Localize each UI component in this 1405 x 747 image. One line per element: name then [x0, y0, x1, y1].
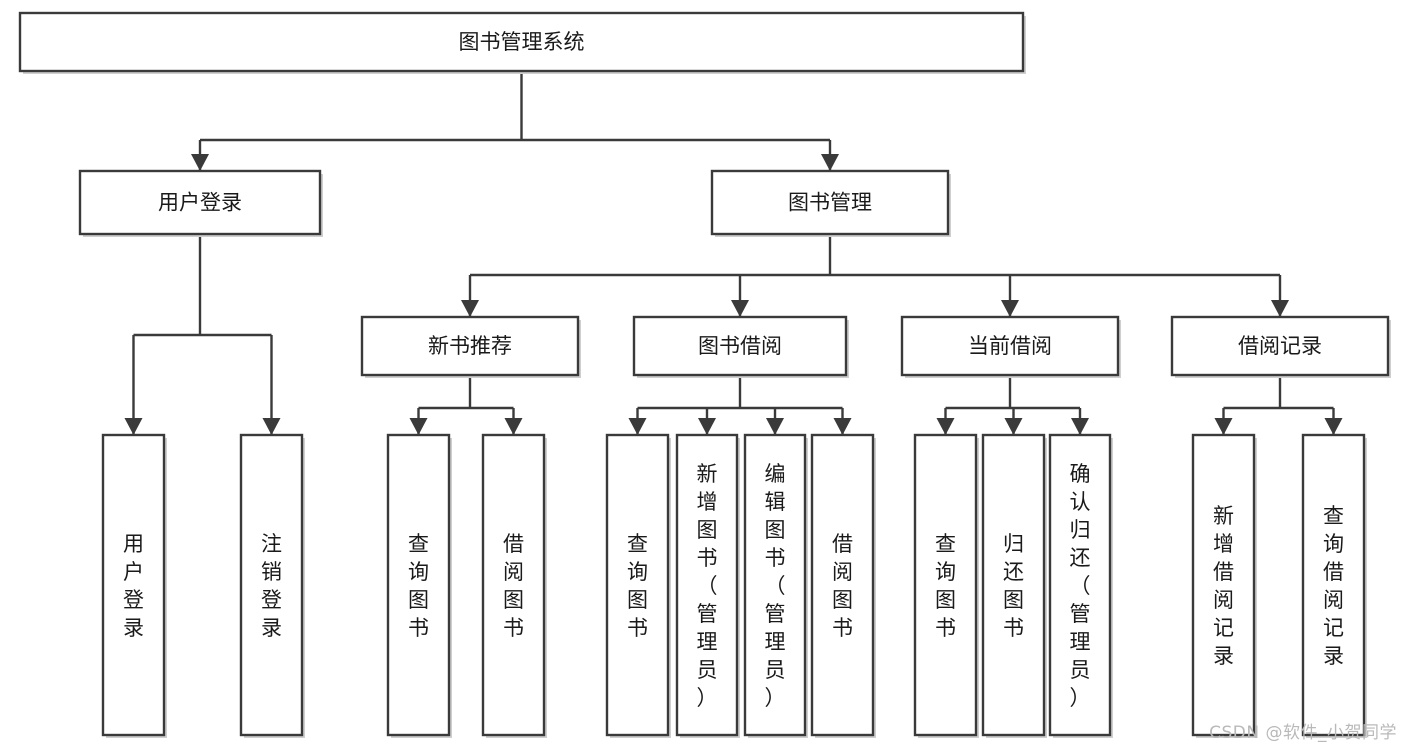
- connector-layer: [124, 71, 1343, 435]
- node-label: 图书管理: [788, 191, 872, 215]
- node-leaf-confirm-return[interactable]: 确认归还（管理员）: [1048, 433, 1113, 738]
- node-label: 查询图书: [935, 532, 956, 640]
- node-label: 当前借阅: [968, 334, 1052, 358]
- node-current-borrow[interactable]: 当前借阅: [900, 315, 1121, 378]
- connector-user-login: [124, 234, 281, 435]
- node-leaf-borrow-book[interactable]: 借阅图书: [810, 433, 876, 738]
- node-leaf-edit-book[interactable]: 编辑图书（管理员）: [743, 433, 808, 738]
- connector-new-book-rec: [409, 375, 523, 435]
- node-leaf-query-book-borrow[interactable]: 查询图书: [605, 433, 671, 738]
- node-label: 借阅图书: [832, 532, 853, 640]
- node-label: 图书管理系统: [459, 30, 585, 54]
- node-leaf-query-record[interactable]: 查询借阅记录: [1301, 433, 1367, 738]
- node-label: 借阅记录: [1238, 334, 1322, 358]
- connector-book-borrow: [628, 375, 852, 435]
- node-label: 归还图书: [1003, 532, 1024, 640]
- node-label: 用户登录: [158, 191, 242, 215]
- connector-current-borrow: [936, 375, 1089, 435]
- node-leaf-query-book-cur[interactable]: 查询图书: [913, 433, 979, 738]
- connector-root: [191, 71, 839, 171]
- node-leaf-add-book[interactable]: 新增图书（管理员）: [675, 433, 740, 738]
- node-label: 确认归还（管理员）: [1070, 462, 1091, 710]
- node-label: 注销登录: [261, 532, 282, 640]
- node-label: 查询借阅记录: [1323, 504, 1344, 668]
- node-new-book-rec[interactable]: 新书推荐: [360, 315, 581, 378]
- node-label: 图书借阅: [698, 334, 782, 358]
- connector-borrow-record: [1214, 375, 1343, 435]
- node-label: 借阅图书: [503, 532, 524, 640]
- node-root[interactable]: 图书管理系统: [18, 11, 1026, 74]
- node-leaf-return-book[interactable]: 归还图书: [981, 433, 1047, 738]
- node-borrow-record[interactable]: 借阅记录: [1170, 315, 1391, 378]
- node-user-login[interactable]: 用户登录: [78, 169, 323, 237]
- node-leaf-add-record[interactable]: 新增借阅记录: [1191, 433, 1257, 738]
- node-book-manage[interactable]: 图书管理: [710, 169, 951, 237]
- node-label: 用户登录: [123, 532, 144, 640]
- node-label: 新增借阅记录: [1213, 504, 1234, 668]
- node-leaf-query-book-rec[interactable]: 查询图书: [386, 433, 452, 738]
- node-leaf-user-login[interactable]: 用户登录: [101, 433, 167, 738]
- node-layer: 图书管理系统用户登录图书管理新书推荐图书借阅当前借阅借阅记录用户登录注销登录查询…: [18, 11, 1391, 738]
- node-book-borrow[interactable]: 图书借阅: [632, 315, 849, 378]
- node-label: 新增图书（管理员）: [697, 462, 718, 710]
- node-leaf-user-logout[interactable]: 注销登录: [239, 433, 305, 738]
- csdn-watermark: CSDN @软件_小贺同学: [1209, 723, 1397, 743]
- node-label: 查询图书: [627, 532, 648, 640]
- node-label: 新书推荐: [428, 334, 512, 358]
- node-label: 编辑图书（管理员）: [765, 462, 786, 710]
- connector-book-manage: [461, 234, 1289, 317]
- node-leaf-borrow-book-rec[interactable]: 借阅图书: [481, 433, 547, 738]
- node-label: 查询图书: [408, 532, 429, 640]
